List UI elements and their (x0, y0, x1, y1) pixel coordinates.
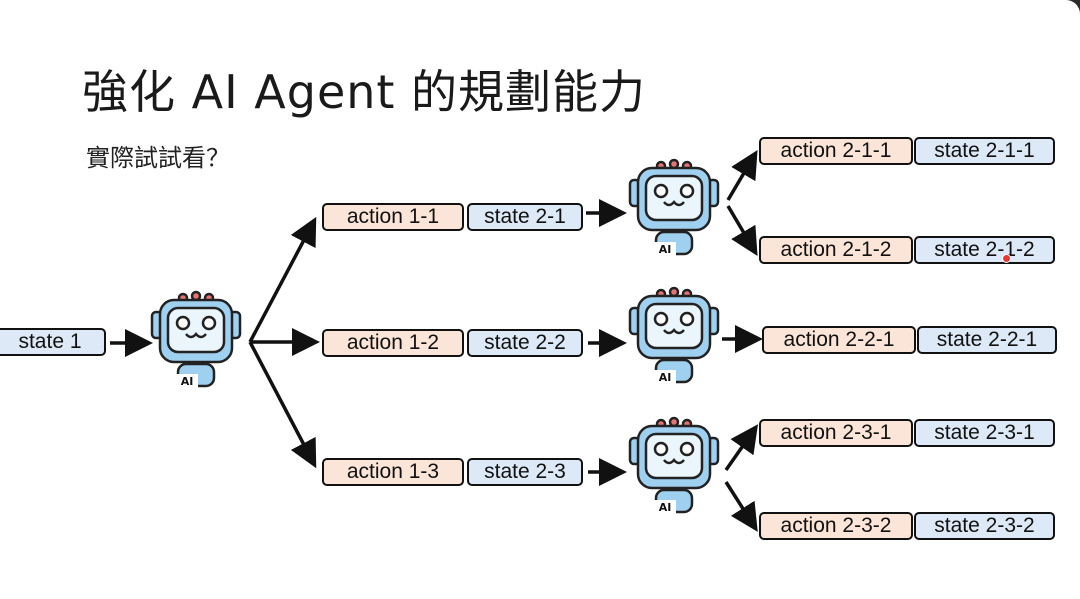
robot-icon-2-1: AI (628, 158, 720, 256)
action-1-1-box: action 1-1 (322, 203, 464, 231)
state-1-box: state 1 (0, 328, 106, 356)
pointer-dot (1002, 254, 1011, 263)
arrow-robot-to-action-1-1 (248, 216, 317, 343)
state-2-2-box: state 2-2 (467, 329, 583, 357)
action-2-3-2-box: action 2-3-2 (759, 512, 913, 540)
action-2-1-1-box: action 2-1-1 (759, 137, 913, 165)
robot-ai-label: AI (659, 501, 672, 514)
action-1-3-box: action 1-3 (322, 458, 464, 486)
arrow-to-action-2-1-2 (726, 205, 758, 257)
state-2-1-1-box: state 2-1-1 (914, 137, 1055, 165)
robot-icon-root: AI (150, 290, 242, 388)
state-2-3-box: state 2-3 (467, 458, 583, 486)
action-2-2-1-box: action 2-2-1 (762, 326, 916, 354)
robot-ai-label: AI (659, 243, 672, 256)
robot-ai-label: AI (181, 375, 194, 388)
state-2-3-1-box: state 2-3-1 (914, 419, 1055, 447)
robot-ai-label: AI (659, 371, 672, 384)
state-2-3-2-box: state 2-3-2 (914, 512, 1055, 540)
action-1-2-box: action 1-2 (322, 329, 464, 357)
robot-icon-2-3: AI (628, 416, 720, 514)
arrow-to-action-2-1-1 (726, 149, 758, 201)
slide-title: 強化 AI Agent 的規劃能力 (82, 65, 647, 119)
arrow-to-action-2-3-1 (724, 424, 759, 472)
state-2-2-1-box: state 2-2-1 (917, 326, 1057, 354)
slide-subtitle: 實際試試看？ (86, 144, 230, 172)
arrow-to-action-2-3-2 (724, 481, 758, 532)
robot-icon-2-2: AI (628, 286, 720, 384)
action-2-1-2-box: action 2-1-2 (759, 236, 913, 264)
state-2-1-2-box: state 2-1-2 (914, 236, 1055, 264)
action-2-3-1-box: action 2-3-1 (759, 419, 913, 447)
arrow-robot-to-action-1-3 (248, 341, 317, 469)
state-2-1-box: state 2-1 (467, 203, 583, 231)
